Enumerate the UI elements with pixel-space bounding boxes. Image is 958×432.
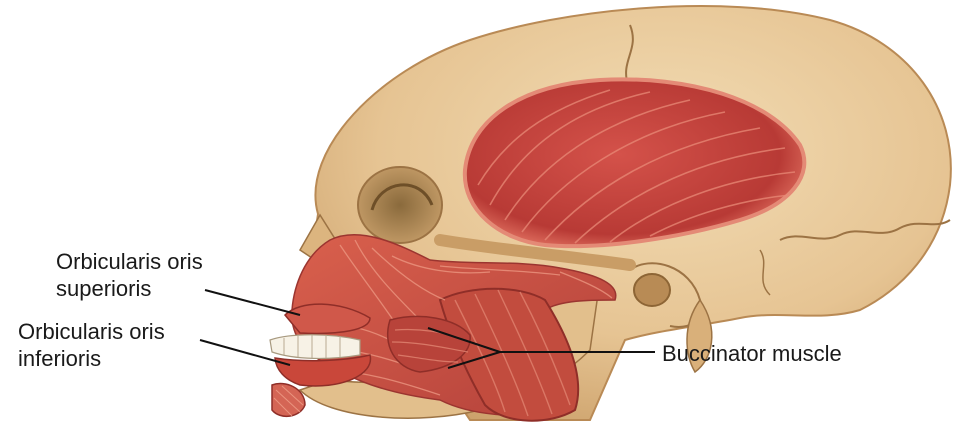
label-line: Orbicularis oris <box>56 248 203 275</box>
label-line: Buccinator muscle <box>662 340 842 367</box>
leader-line-superioris <box>205 290 300 315</box>
label-line: inferioris <box>18 345 165 372</box>
label-orbicularis-oris-inferioris: Orbicularis oris inferioris <box>18 318 165 372</box>
label-orbicularis-oris-superioris: Orbicularis oris superioris <box>56 248 203 302</box>
label-buccinator-muscle: Buccinator muscle <box>662 340 842 367</box>
label-line: superioris <box>56 275 203 302</box>
eye-orbit <box>358 167 442 243</box>
label-line: Orbicularis oris <box>18 318 165 345</box>
ear-opening <box>634 274 670 306</box>
